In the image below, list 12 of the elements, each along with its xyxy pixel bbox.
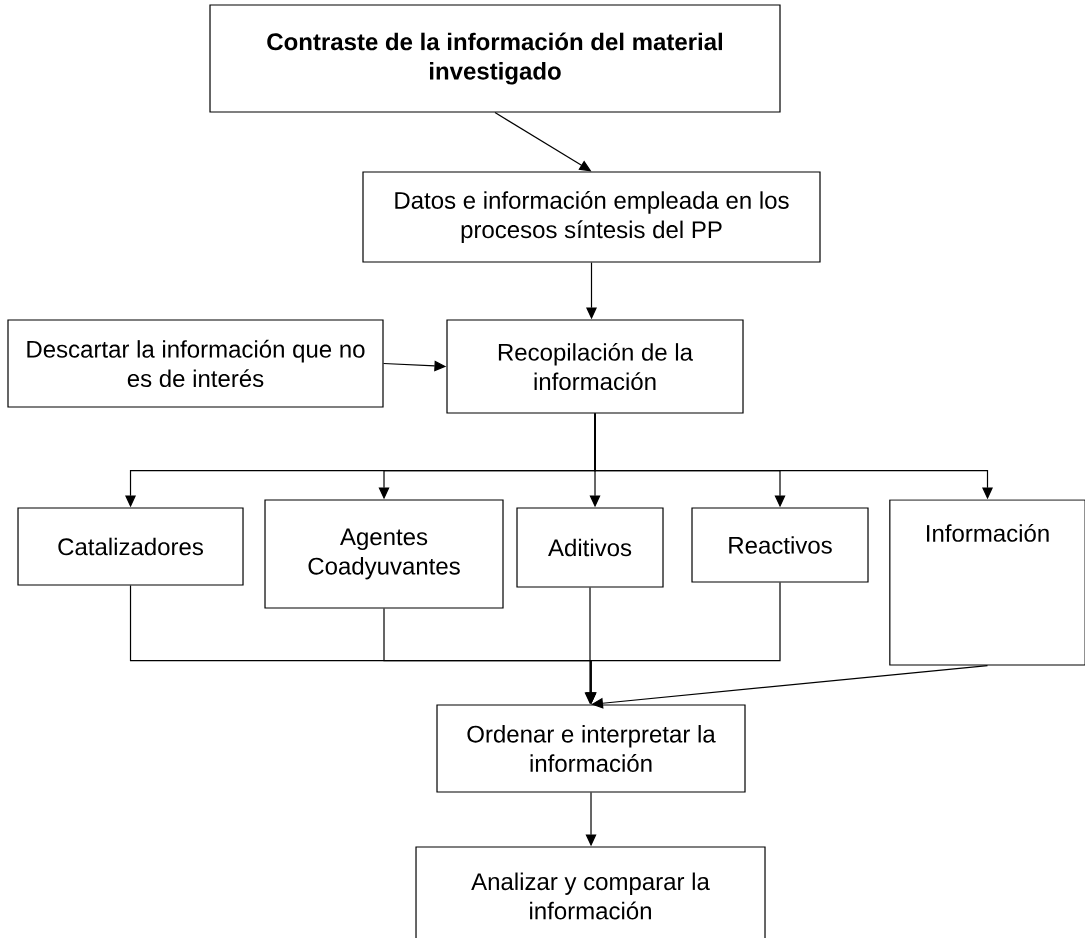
process-box: Datos e información empleada en los procesos síntesis del PP bbox=[362, 171, 821, 263]
process-box: Aditivos bbox=[516, 507, 664, 588]
process-box: Catalizadores bbox=[17, 507, 244, 586]
process-box: Analizar y comparar la información bbox=[415, 846, 766, 938]
process-box: Descartar la información que no es de interés bbox=[7, 319, 384, 408]
process-box: Contraste de la información del material investigado bbox=[209, 4, 781, 113]
process-box: Reactivos bbox=[691, 507, 869, 583]
arrow bbox=[591, 665, 989, 709]
process-box: Agentes Coadyuvantes bbox=[264, 499, 504, 609]
process-box: Información bbox=[889, 499, 1085, 666]
process-box: Ordenar e interpretar la información bbox=[436, 704, 746, 793]
process-box: Recopilación de la información bbox=[446, 319, 744, 414]
